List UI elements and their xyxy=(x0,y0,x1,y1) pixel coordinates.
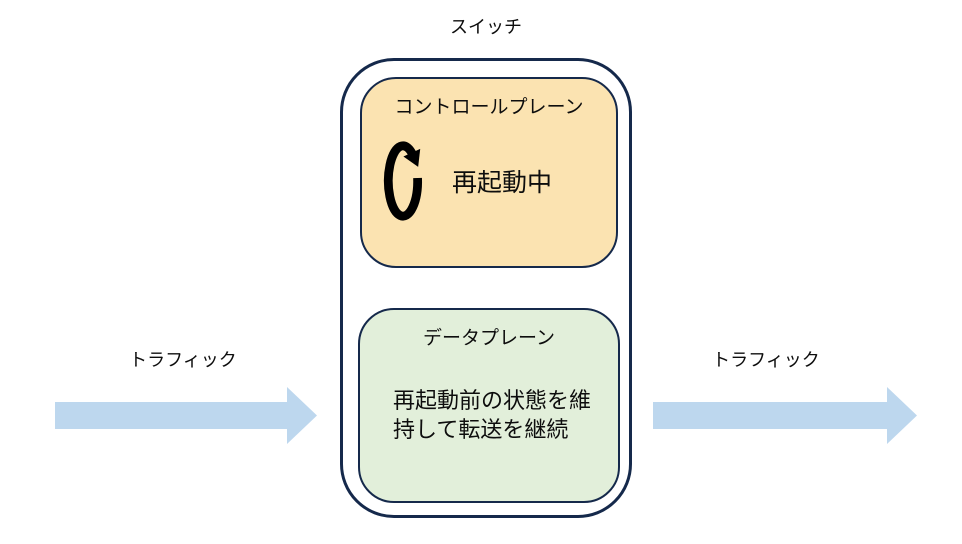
switch-title: スイッチ xyxy=(450,17,522,37)
data-plane-box: データプレーン 再起動前の状態を維 持して転送を継続 xyxy=(358,308,620,503)
restart-status-text: 再起動中 xyxy=(452,169,553,197)
data-plane-description-line2: 持して転送を継続 xyxy=(393,417,569,442)
control-plane-box: コントロールプレーン 再起動中 xyxy=(360,77,618,268)
data-plane-description-line1: 再起動前の状態を維 xyxy=(393,388,592,413)
traffic-out-label: トラフィック xyxy=(712,350,820,370)
control-plane-label: コントロールプレーン xyxy=(394,97,584,118)
traffic-in-label: トラフィック xyxy=(129,350,237,370)
data-plane-label: データプレーン xyxy=(422,328,556,349)
traffic-out-arrow-icon xyxy=(653,387,917,444)
restart-icon xyxy=(383,141,423,221)
data-plane-description: 再起動前の状態を維 持して転送を継続 xyxy=(393,386,591,444)
switch-outline: コントロールプレーン 再起動中 データプレーン 再起動前の状態を維 持して転送を… xyxy=(340,58,632,518)
traffic-in-arrow-icon xyxy=(55,387,317,444)
restart-status: 再起動中 xyxy=(381,139,552,223)
